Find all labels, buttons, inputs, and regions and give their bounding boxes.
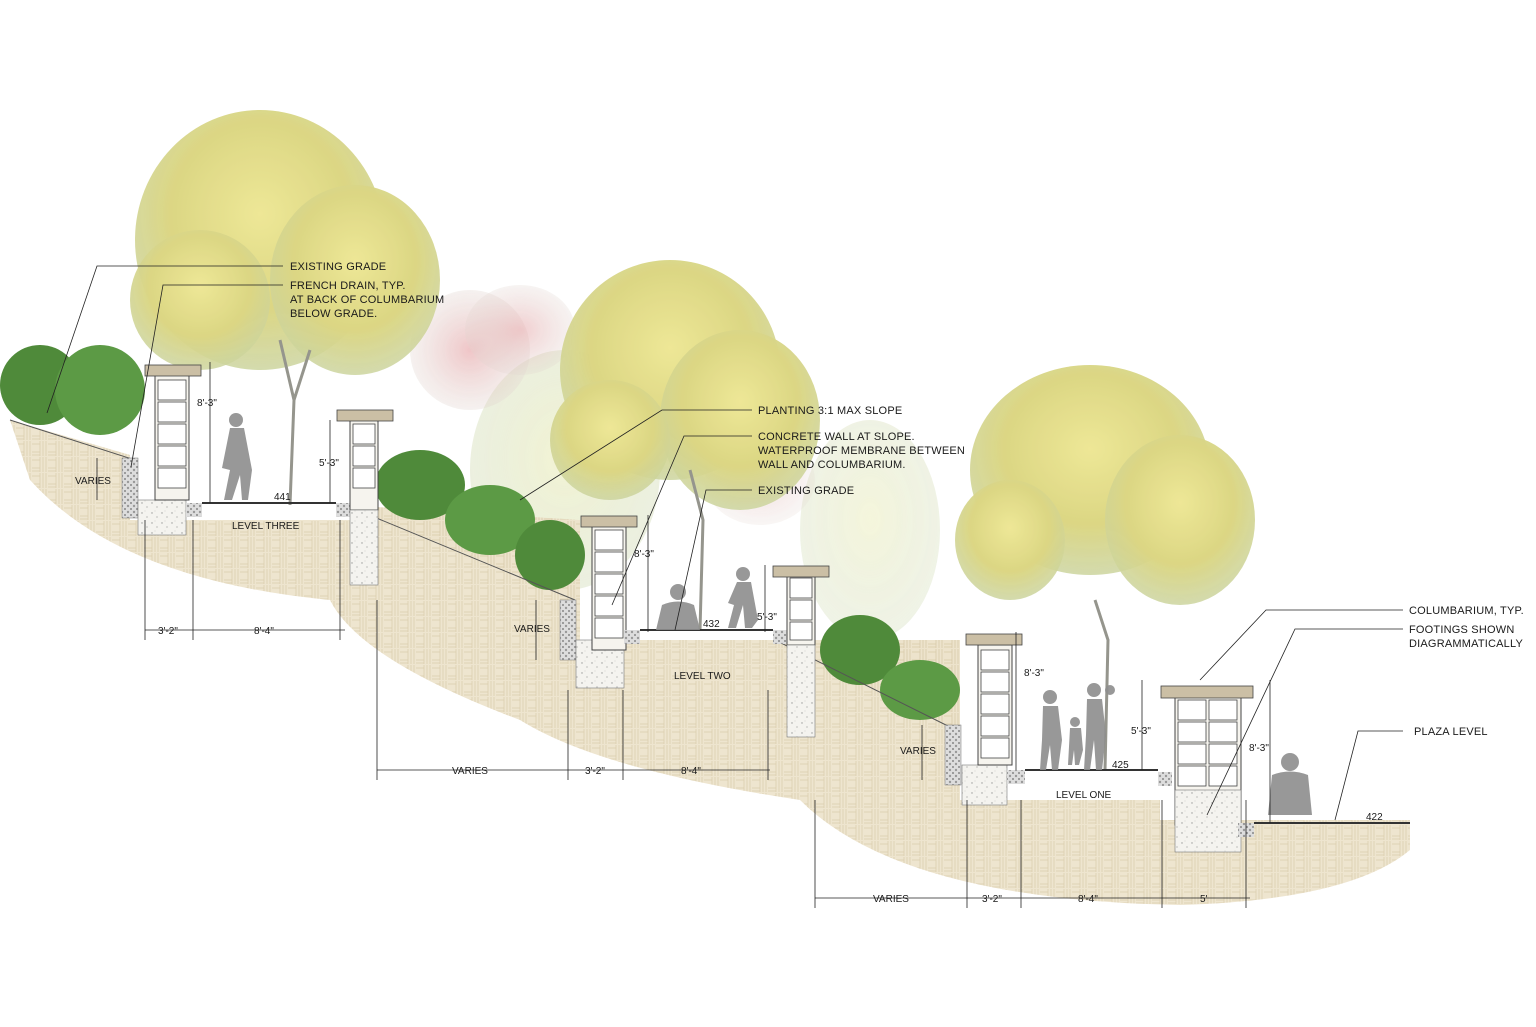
elev-l3: 441 — [274, 492, 291, 503]
elev-l2: 432 — [703, 619, 720, 630]
dim-l3-w1: 3'-2" — [158, 626, 178, 637]
dim-l1-short: 5'-3" — [1131, 726, 1151, 737]
label-planting: PLANTING 3:1 MAX SLOPE — [758, 405, 902, 417]
label-plaza-level: PLAZA LEVEL — [1414, 726, 1488, 738]
dim-l1-tall: 8'-3" — [1024, 668, 1044, 679]
label-french-drain-2: AT BACK OF COLUMBARIUM — [290, 294, 444, 306]
dim-l1-w1: 3'-2" — [982, 894, 1002, 905]
people — [222, 413, 1312, 815]
dim-l1-w0: VARIES — [873, 894, 909, 905]
dim-l1-w3: 5' — [1200, 894, 1208, 905]
elev-plaza: 422 — [1366, 812, 1383, 823]
level-two-label: LEVEL TWO — [674, 671, 731, 682]
level-one-structures — [944, 633, 1410, 853]
level-three-structures — [121, 364, 394, 586]
label-concrete-wall: CONCRETE WALL AT SLOPE. — [758, 431, 915, 443]
label-concrete-wall-2: WATERPROOF MEMBRANE BETWEEN — [758, 445, 965, 457]
dimension-lines — [96, 362, 1271, 908]
leader-lines — [46, 265, 1403, 821]
dim-l3-w2: 8'-4" — [254, 626, 274, 637]
dim-l3-tall: 8'-3" — [197, 398, 217, 409]
label-columbarium: COLUMBARIUM, TYP. — [1409, 605, 1524, 617]
dim-l2-w1: 3'-2" — [585, 766, 605, 777]
dim-l2-w2: 8'-4" — [681, 766, 701, 777]
dim-l2-short: 5'-3" — [757, 612, 777, 623]
dimension-text: 8'-3" 5'-3" VARIES 441 LEVEL THREE 3'-2"… — [75, 398, 1383, 905]
dim-l2-tall: 8'-3" — [634, 549, 654, 560]
label-footings: FOOTINGS SHOWN — [1409, 624, 1514, 636]
dim-l1-varies: VARIES — [900, 746, 936, 757]
dim-l3-short: 5'-3" — [319, 458, 339, 469]
trees — [130, 110, 1255, 771]
dim-l2-varies: VARIES — [514, 624, 550, 635]
callout-labels: EXISTING GRADE FRENCH DRAIN, TYP. AT BAC… — [290, 261, 1524, 738]
dim-l1-w2: 8'-4" — [1078, 894, 1098, 905]
elev-l1: 425 — [1112, 760, 1129, 771]
label-french-drain-3: BELOW GRADE. — [290, 308, 377, 320]
level-three-label: LEVEL THREE — [232, 521, 300, 532]
shrubs — [0, 345, 960, 720]
label-concrete-wall-3: WALL AND COLUMBARIUM. — [758, 459, 906, 471]
label-existing-grade-top: EXISTING GRADE — [290, 261, 386, 273]
label-footings-2: DIAGRAMMATICALLY — [1409, 638, 1523, 650]
label-french-drain: FRENCH DRAIN, TYP. — [290, 280, 406, 292]
level-one-label: LEVEL ONE — [1056, 790, 1112, 801]
level-two-structures — [559, 515, 830, 738]
label-existing-grade-mid: EXISTING GRADE — [758, 485, 854, 497]
dim-l3-varies: VARIES — [75, 476, 111, 487]
dim-l2-w0: VARIES — [452, 766, 488, 777]
dim-l1-right: 8'-3" — [1249, 743, 1269, 754]
